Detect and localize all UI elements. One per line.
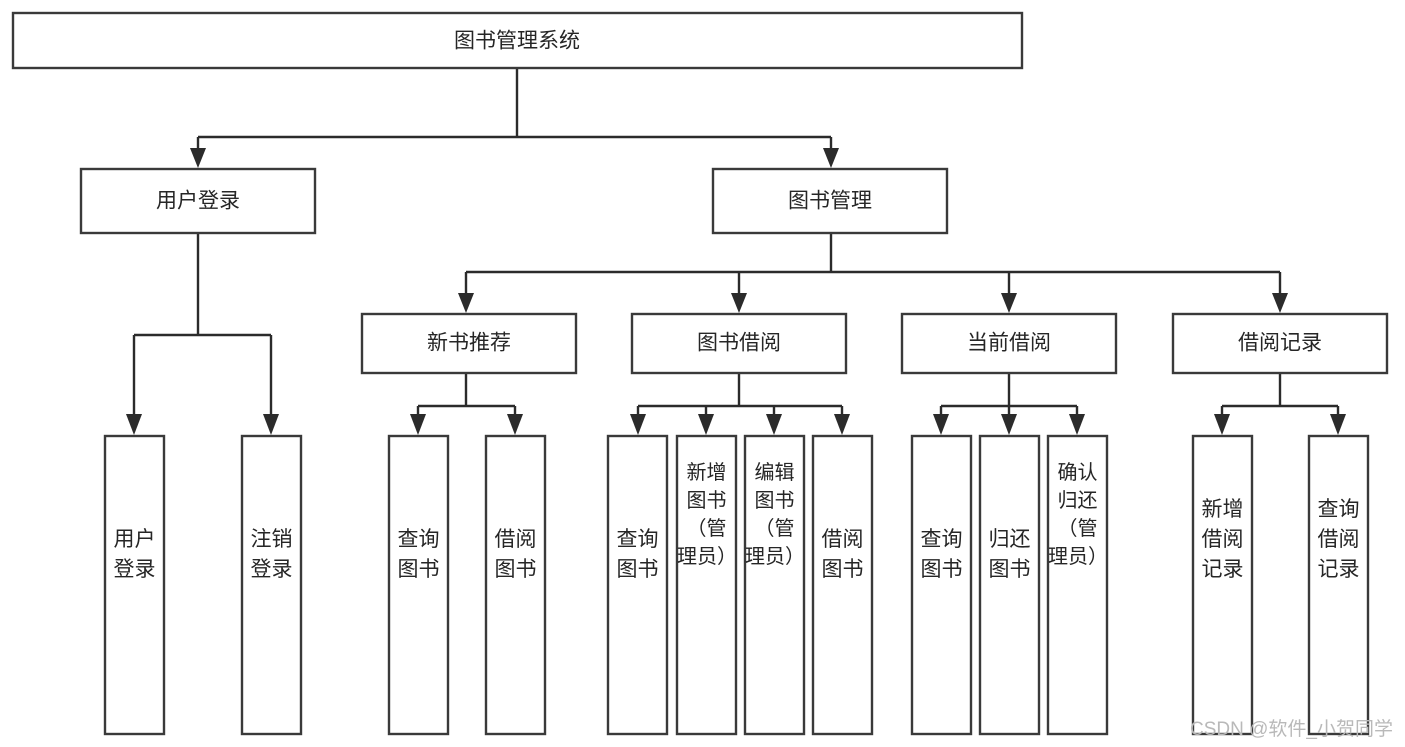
node-leaf-return-book-box[interactable] xyxy=(978,434,1041,736)
connector-group-book-manage xyxy=(458,233,1288,313)
node-leaf-add-book-box[interactable] xyxy=(675,434,738,736)
node-leaf-query-record[interactable] xyxy=(1307,434,1370,736)
node-book-borrow[interactable]: 图书借阅 xyxy=(630,312,848,375)
arrow-head-current-borrow xyxy=(1001,293,1017,313)
node-leaf-query-book-1[interactable] xyxy=(387,434,450,736)
node-borrow-record-box[interactable] xyxy=(1171,312,1389,375)
node-book-manage-label: 图书管理 xyxy=(788,190,872,213)
node-leaf-borrow-book-2-box[interactable] xyxy=(811,434,874,736)
node-root-box[interactable] xyxy=(11,11,1024,70)
node-root[interactable]: 图书管理系统 xyxy=(11,11,1024,70)
arrow-head-leaf-query-record xyxy=(1330,414,1346,435)
node-current-borrow-box[interactable] xyxy=(900,312,1118,375)
connector-group-user-login xyxy=(126,233,279,435)
node-leaf-logout[interactable] xyxy=(240,434,303,736)
connector-group-root xyxy=(190,68,839,168)
node-book-manage-box[interactable] xyxy=(711,167,949,235)
node-current-borrow[interactable]: 当前借阅 xyxy=(900,312,1118,375)
arrow-head-leaf-add-record xyxy=(1214,414,1230,435)
node-leaf-user-login[interactable] xyxy=(103,434,166,736)
arrow-head-leaf-edit-book xyxy=(766,414,782,435)
node-leaf-logout-box[interactable] xyxy=(240,434,303,736)
node-leaf-add-record-box[interactable] xyxy=(1191,434,1254,736)
node-book-borrow-box[interactable] xyxy=(630,312,848,375)
node-leaf-borrow-book-1-box[interactable] xyxy=(484,434,547,736)
node-leaf-add-book[interactable] xyxy=(675,434,738,736)
node-leaf-query-book-2-box[interactable] xyxy=(606,434,669,736)
node-book-borrow-label: 图书借阅 xyxy=(697,332,781,355)
node-leaf-return-book[interactable] xyxy=(978,434,1041,736)
connector-group-borrow-record xyxy=(1214,373,1346,435)
node-leaf-query-book-3-box[interactable] xyxy=(910,434,973,736)
arrow-head-leaf-add-book xyxy=(698,414,714,435)
arrow-head-user-login xyxy=(190,148,206,168)
node-book-manage[interactable]: 图书管理 xyxy=(711,167,949,235)
node-leaf-query-book-3[interactable] xyxy=(910,434,973,736)
node-leaf-query-record-box[interactable] xyxy=(1307,434,1370,736)
node-leaf-query-book-2[interactable] xyxy=(606,434,669,736)
node-new-book-recommend-label: 新书推荐 xyxy=(427,332,511,355)
node-leaf-edit-book-box[interactable] xyxy=(743,434,806,736)
node-current-borrow-label: 当前借阅 xyxy=(967,332,1051,355)
arrow-head-leaf-borrow-book-1 xyxy=(507,414,523,435)
node-leaf-user-login-box[interactable] xyxy=(103,434,166,736)
node-leaf-add-record[interactable] xyxy=(1191,434,1254,736)
arrow-head-leaf-user-login xyxy=(126,414,142,435)
node-user-login[interactable]: 用户登录 xyxy=(79,167,317,235)
node-user-login-label: 用户登录 xyxy=(156,190,240,213)
node-leaf-borrow-book-2[interactable] xyxy=(811,434,874,736)
arrow-head-leaf-borrow-book-2 xyxy=(834,414,850,435)
connector-group-current-borrow xyxy=(933,373,1085,435)
node-borrow-record[interactable]: 借阅记录 xyxy=(1171,312,1389,375)
node-new-book-recommend[interactable]: 新书推荐 xyxy=(360,312,578,375)
arrow-head-leaf-query-book-3 xyxy=(933,414,949,435)
node-new-book-recommend-box[interactable] xyxy=(360,312,578,375)
node-leaf-edit-book[interactable] xyxy=(743,434,806,736)
node-leaf-confirm-return[interactable] xyxy=(1046,434,1109,736)
arrow-head-new-book-recommend xyxy=(458,293,474,313)
node-leaf-confirm-return-box[interactable] xyxy=(1046,434,1109,736)
arrow-head-leaf-logout xyxy=(263,414,279,435)
arrow-head-leaf-return-book xyxy=(1001,414,1017,435)
arrow-head-borrow-record xyxy=(1272,293,1288,313)
node-leaf-query-book-1-box[interactable] xyxy=(387,434,450,736)
connector-group-book-borrow xyxy=(630,373,850,435)
arrow-head-book-manage xyxy=(823,148,839,168)
arrow-head-leaf-confirm-return xyxy=(1069,414,1085,435)
arrow-head-leaf-query-book-2 xyxy=(630,414,646,435)
node-borrow-record-label: 借阅记录 xyxy=(1238,332,1322,355)
arrow-head-book-borrow xyxy=(731,293,747,313)
arrow-head-leaf-query-book-1 xyxy=(410,414,426,435)
node-leaf-borrow-book-1[interactable] xyxy=(484,434,547,736)
node-root-label: 图书管理系统 xyxy=(454,30,580,53)
connector-group-new-book-recommend xyxy=(410,373,523,435)
node-user-login-box[interactable] xyxy=(79,167,317,235)
